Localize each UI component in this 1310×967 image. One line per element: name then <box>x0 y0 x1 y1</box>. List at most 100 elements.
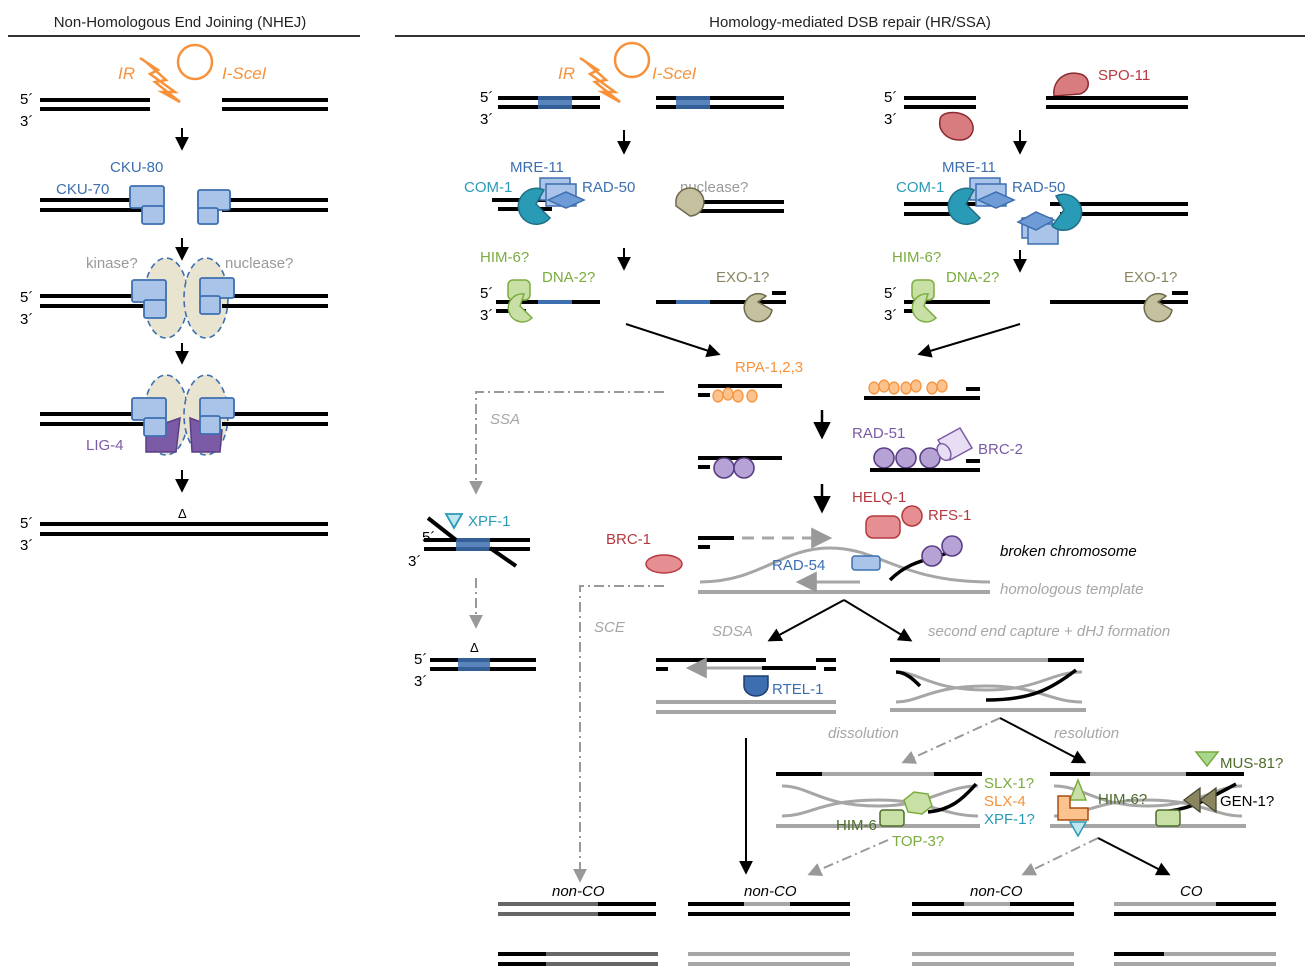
ssa-branch: SSA 5´ 3´ XPF-1 Δ 5´ 3´ <box>408 391 664 690</box>
five-prime-label: 5´ <box>414 651 427 668</box>
five-prime-label: 5´ <box>884 285 897 302</box>
slx4-icon <box>1057 795 1089 821</box>
slx1-icon <box>1068 777 1088 801</box>
delta-symbol: Δ <box>470 640 479 655</box>
dissolution-label: dissolution <box>828 725 899 742</box>
helq1-label: HELQ-1 <box>852 489 906 506</box>
nhej-pathway: IR I-SceI 5´ 3´ CKU-80 CKU-70 kinase? nu… <box>20 43 328 554</box>
rad50-label-right: RAD-50 <box>1012 179 1065 196</box>
dhj-intermediate <box>890 658 1086 712</box>
three-prime-label: 3´ <box>884 307 897 324</box>
exo1-label-right: EXO-1? <box>1124 269 1177 286</box>
helq1-icon <box>865 515 901 539</box>
mre11-label-right: MRE-11 <box>942 159 996 176</box>
mus81-label: MUS-81? <box>1220 755 1283 772</box>
top3-label: TOP-3? <box>892 833 944 850</box>
brc1-label: BRC-1 <box>606 531 651 548</box>
him6-label-left: HIM-6? <box>480 249 529 266</box>
outcome-nonco-1: non-CO <box>552 883 605 900</box>
mus81-icon <box>1194 751 1220 768</box>
nuclease-label-nhej: nuclease? <box>225 255 293 272</box>
five-prime-label: 5´ <box>20 515 33 532</box>
hr-meiotic-pathway: SPO-11 5´ 3´ MRE-11 COM-1 RAD-50 HIM-6? … <box>884 67 1188 324</box>
outcomes: non-CO non-CO non-CO CO <box>498 883 1276 966</box>
ir-label: IR <box>118 64 135 83</box>
three-prime-label: 3´ <box>20 311 33 328</box>
dissolution-structure: HIM-6 TOP-3? <box>776 772 982 850</box>
sdsa-intermediate: RTEL-1 <box>656 657 836 714</box>
ir-lightning-icon <box>139 43 214 104</box>
five-prime-label: 5´ <box>20 289 33 306</box>
rpa-icon <box>712 379 948 403</box>
five-prime-label: 5´ <box>884 89 897 106</box>
three-prime-label: 3´ <box>20 113 33 130</box>
three-prime-label: 3´ <box>20 537 33 554</box>
sce-branch: SCE <box>573 585 664 883</box>
brc2-label: BRC-2 <box>978 441 1023 458</box>
five-prime-label: 5´ <box>480 285 493 302</box>
ku-heterodimer-icon <box>129 185 231 225</box>
xpf1q-label: XPF-1? <box>984 811 1035 828</box>
cku70-label: CKU-70 <box>56 181 109 198</box>
three-prime-label: 3´ <box>480 307 493 324</box>
cku80-label: CKU-80 <box>110 159 163 176</box>
spo11-icon <box>1053 72 1089 97</box>
xpf1-icon <box>444 513 464 530</box>
delta-symbol: Δ <box>178 506 187 521</box>
xpf1-label: XPF-1 <box>468 513 511 530</box>
sce-label: SCE <box>594 619 626 636</box>
gen1-label: GEN-1? <box>1220 793 1274 810</box>
dna2-label-left: DNA-2? <box>542 269 595 286</box>
rad54-label: RAD-54 <box>772 557 825 574</box>
mrn-complex-icon <box>517 177 586 225</box>
rad51-label: RAD-51 <box>852 425 905 442</box>
spo11-label: SPO-11 <box>1098 67 1150 84</box>
him6-label-resolution: HIM-6? <box>1098 791 1147 808</box>
exo1-label-left: EXO-1? <box>716 269 769 286</box>
five-prime-label: 5´ <box>422 529 435 546</box>
outcome-nonco-2: non-CO <box>744 883 797 900</box>
rad51-icon <box>713 447 941 479</box>
nhej-header: Non-Homologous End Joining (NHEJ) <box>54 14 307 31</box>
three-prime-label: 3´ <box>414 673 427 690</box>
central-hr: RPA-1,2,3 RAD-51 BRC-2 HELQ-1 RFS-1 BRC-… <box>606 359 1143 598</box>
rad50-label: RAD-50 <box>582 179 635 196</box>
hr-header: Homology-mediated DSB repair (HR/SSA) <box>709 14 991 31</box>
second-end-label: second end capture + dHJ formation <box>928 623 1170 640</box>
outcome-nonco-3: non-CO <box>970 883 1023 900</box>
slx4-label: SLX-4 <box>984 793 1026 810</box>
resolution-label: resolution <box>1054 725 1119 742</box>
him6-label-right: HIM-6? <box>892 249 941 266</box>
resolution-structure: SLX-1? SLX-4 XPF-1? HIM-6? MUS-81? GEN-1… <box>984 751 1283 838</box>
com1-label: COM-1 <box>464 179 512 196</box>
three-prime-label: 3´ <box>480 111 493 128</box>
three-prime-label: 3´ <box>884 111 897 128</box>
him6-label-dissolution: HIM-6 <box>836 817 877 834</box>
rad54-icon <box>851 555 881 571</box>
section-headers: Non-Homologous End Joining (NHEJ) Homolo… <box>8 14 1305 37</box>
slx1-label: SLX-1? <box>984 775 1034 792</box>
com1-label-right: COM-1 <box>896 179 944 196</box>
three-prime-label: 3´ <box>408 553 421 570</box>
kinase-label: kinase? <box>86 255 138 272</box>
dna2-label-right: DNA-2? <box>946 269 999 286</box>
brc1-icon <box>645 554 683 574</box>
rfs1-icon <box>901 505 923 527</box>
hr-induced-pathway: IR I-SceI 5´ 3´ MRE-11 COM-1 RAD-50 nucl… <box>464 41 786 324</box>
him6-top3-icon <box>879 791 933 827</box>
ir-label-hr: IR <box>558 64 575 83</box>
five-prime-label: 5´ <box>480 89 493 106</box>
homologous-template-label: homologous template <box>1000 581 1143 598</box>
outcome-co: CO <box>1180 883 1203 900</box>
broken-chromosome-label: broken chromosome <box>1000 543 1137 560</box>
sdsa-label: SDSA <box>712 623 753 640</box>
him6-dna2-icon <box>507 279 534 323</box>
rfs1-label: RFS-1 <box>928 507 971 524</box>
ssa-label: SSA <box>490 411 520 428</box>
rtel1-icon <box>743 675 769 697</box>
rtel1-label: RTEL-1 <box>772 681 823 698</box>
xpf1-resolution-icon <box>1068 821 1088 838</box>
rpa-label: RPA-1,2,3 <box>735 359 803 376</box>
isce-label-hr: I-SceI <box>652 64 697 83</box>
